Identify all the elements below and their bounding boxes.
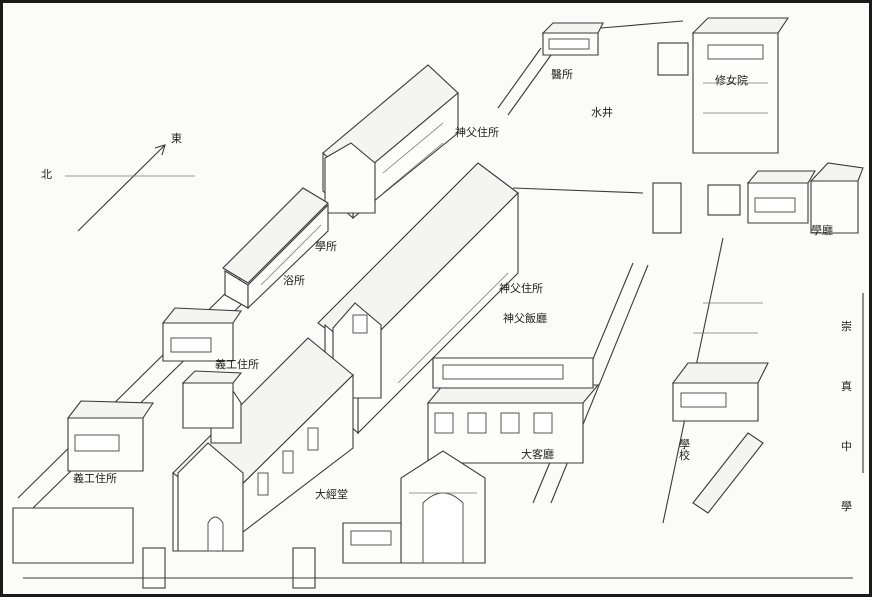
compass-arrow: [65, 144, 195, 232]
label-school: 學所: [315, 240, 337, 253]
compass-north-label: 北: [41, 168, 52, 181]
building-main-hall: [172, 337, 354, 553]
building-worker-west-1: [161, 307, 242, 362]
label-main-hall: 大經堂: [315, 488, 348, 501]
building-worker-west-3: [181, 370, 243, 429]
label-guest-hall: 大客廳: [521, 448, 554, 461]
building-guest-hall: [426, 357, 600, 464]
building-nuns: [657, 17, 790, 154]
label-priest-residence-center: 神父住所: [499, 282, 543, 295]
label-well: 水井: [591, 106, 613, 119]
building-east-row: [671, 302, 769, 514]
building-medical: [541, 22, 604, 56]
label-priest-dining: 神父飯廳: [503, 312, 547, 325]
compass-east-label: 東: [171, 132, 182, 145]
label-priest-residence-north: 神父住所: [455, 126, 499, 139]
side-text-1: 崇: [841, 320, 852, 333]
building-worker-west-2: [12, 400, 155, 564]
label-nuns: 修女院: [715, 74, 748, 87]
compound-sketch: [12, 17, 864, 589]
building-central-hall: [317, 162, 519, 435]
label-worker-residence-1: 義工住所: [215, 358, 259, 371]
side-text-4: 學: [841, 500, 852, 513]
building-church-front: [342, 450, 486, 564]
building-school-west: [222, 187, 329, 310]
label-bath: 浴所: [283, 274, 305, 287]
building-priest-residence-north: [322, 64, 459, 220]
label-medical: 醫所: [551, 68, 573, 81]
side-text-2: 真: [841, 380, 852, 393]
label-study-hall: 學廳: [811, 224, 833, 237]
label-school-vertical: 學校: [679, 438, 690, 462]
building-east-houses: [652, 162, 864, 234]
front-gates: [23, 547, 853, 589]
side-text-3: 中: [841, 440, 852, 453]
label-worker-residence-2: 義工住所: [73, 472, 117, 485]
